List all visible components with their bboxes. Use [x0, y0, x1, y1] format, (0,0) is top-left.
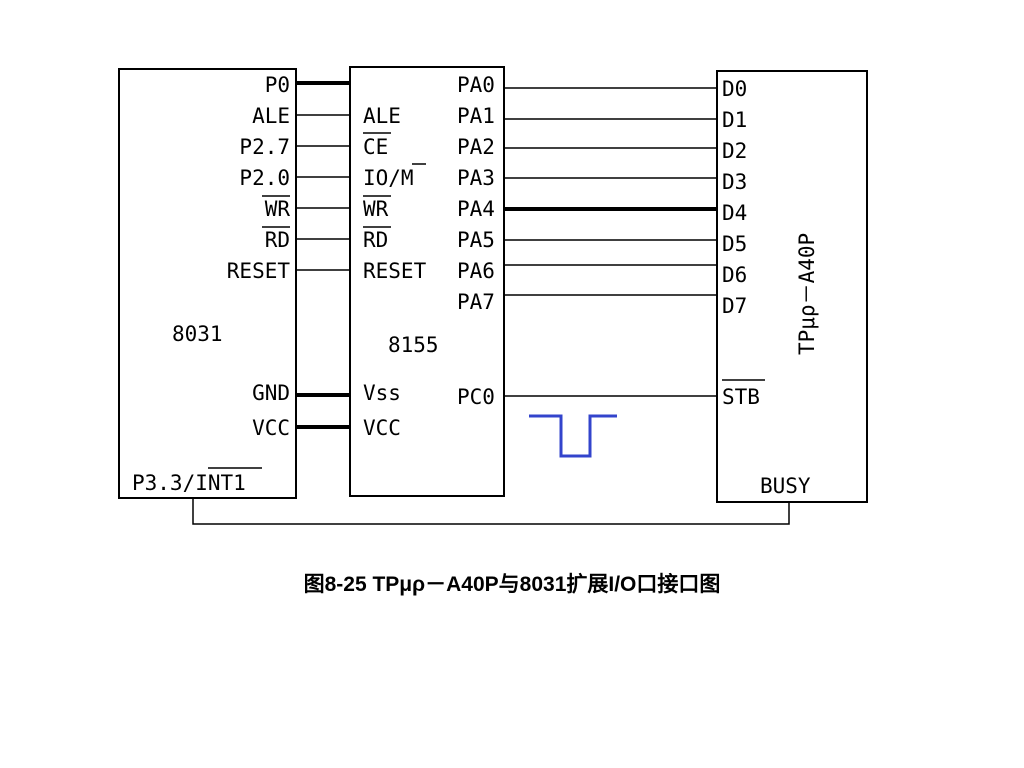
pin-8031-p27: P2.7: [239, 135, 290, 159]
pin-printer-d6: D6: [722, 263, 747, 287]
pin-printer-d4: D4: [722, 201, 747, 225]
pin-printer-d7: D7: [722, 294, 747, 318]
pin-8031-vcc: VCC: [252, 416, 290, 440]
pin-8155-vcc: VCC: [363, 416, 401, 440]
pin-8031-gnd: GND: [252, 381, 290, 405]
pin-8155-pa0: PA0: [457, 73, 495, 97]
pin-printer-d2: D2: [722, 139, 747, 163]
pin-8155-ce: CE: [363, 135, 388, 159]
pin-printer-d5: D5: [722, 232, 747, 256]
pin-8155-rd: RD: [363, 228, 388, 252]
pin-printer-stb: STB: [722, 385, 760, 409]
chip-8031-label: 8031: [172, 322, 223, 346]
pin-8031-int1: P3.3/INT1: [132, 471, 246, 495]
pin-8155-vss: Vss: [363, 381, 401, 405]
pin-8155-pa2: PA2: [457, 135, 495, 159]
pin-8031-rd: RD: [265, 228, 290, 252]
pin-8155-pa1: PA1: [457, 104, 495, 128]
pin-8155-pa4: PA4: [457, 197, 495, 221]
pin-8031-reset: RESET: [227, 259, 291, 283]
printer-label: TPμρ－A40P: [795, 233, 819, 355]
pin-8155-pa3: PA3: [457, 166, 495, 190]
pin-8155-iom: IO/M: [363, 166, 414, 190]
pin-8155-reset: RESET: [363, 259, 427, 283]
pin-8155-pa7: PA7: [457, 290, 495, 314]
pin-8155-wr: WR: [363, 197, 389, 221]
chip-8031-box: [118, 68, 297, 499]
pin-8031-p20: P2.0: [239, 166, 290, 190]
printer-box: [716, 70, 868, 503]
pin-8031-p0: P0: [265, 73, 290, 97]
pin-8031-ale: ALE: [252, 104, 290, 128]
wire-busy-int1: [192, 498, 790, 525]
pin-8031-wr: WR: [265, 197, 291, 221]
stb-pulse-waveform: [529, 414, 617, 458]
pin-printer-d1: D1: [722, 108, 747, 132]
pin-8155-ale: ALE: [363, 104, 401, 128]
figure-caption: 图8-25 TPμρ－A40P与8031扩展I/O口接口图: [304, 573, 721, 596]
chip-8155-label: 8155: [388, 333, 439, 357]
pin-printer-d0: D0: [722, 77, 747, 101]
pin-8155-pc0: PC0: [457, 385, 495, 409]
chip-8155-box: [349, 66, 505, 497]
pin-printer-busy: BUSY: [760, 474, 811, 498]
pin-8155-pa6: PA6: [457, 259, 495, 283]
pin-8155-pa5: PA5: [457, 228, 495, 252]
pin-printer-d3: D3: [722, 170, 747, 194]
